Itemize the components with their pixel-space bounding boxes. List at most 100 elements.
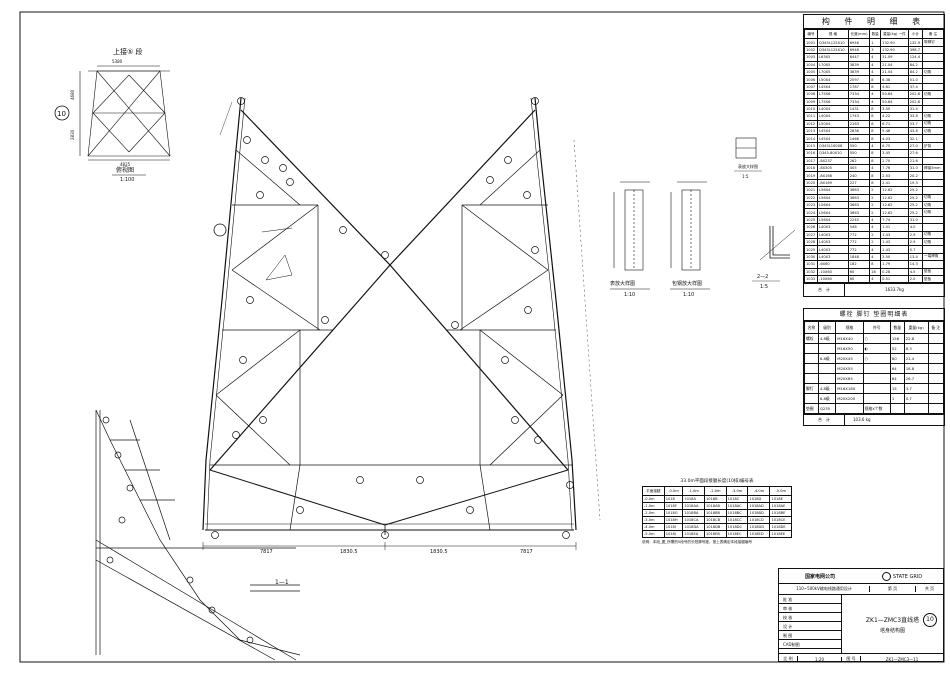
parts-row-cell: -10X60	[817, 274, 849, 284]
plan-dim-left-2: 2830	[70, 129, 75, 140]
parts-row-cell: 8	[869, 134, 882, 143]
leg-row-cell: -5.0m	[642, 530, 665, 538]
sheet-index-badge: 10	[923, 613, 937, 627]
parts-row-cell: 4	[869, 252, 882, 262]
parts-row-cell: 6.38	[880, 75, 909, 84]
parts-row-cell: 2	[869, 230, 882, 239]
parts-row-cell: 3839	[847, 67, 871, 77]
parts-row-cell: 1009	[803, 97, 819, 106]
leg-row-cell: 1018C	[725, 495, 749, 503]
parts-row-cell: 3.50	[880, 104, 909, 114]
state-grid-logo-icon	[881, 571, 891, 581]
leg-row-header-cell: -5.0m	[769, 486, 792, 496]
parts-row-cell: 8	[869, 104, 882, 114]
section-2-2-scale: 1:5	[760, 284, 768, 290]
parts-row-cell: 1743	[847, 112, 871, 121]
bolt-row-cell	[927, 373, 944, 384]
plan-scale: 1:100	[120, 177, 134, 183]
parts-row-cell: 19.3	[907, 178, 924, 188]
dim-bottom-4: 7817	[520, 549, 533, 555]
leg-row-cell: -0.0m	[642, 495, 665, 503]
parts-row-cell: 4	[869, 97, 882, 106]
scale-value: 1:20	[798, 656, 842, 662]
parts-row-cell: 5.46	[880, 127, 909, 136]
bolt-row-header-cell: 名称	[804, 321, 819, 334]
drawing-subtitle: 塔身结构图	[879, 627, 905, 634]
parts-row-cell: 3663	[847, 186, 871, 195]
parts-row-cell: 6946	[847, 38, 871, 47]
parts-row-cell: 132.90	[880, 38, 909, 47]
parts-row-cell	[922, 97, 944, 106]
parts-row-cell: 12.62	[880, 200, 909, 210]
parts-row-cell: 1016	[803, 149, 819, 158]
parts-row-cell: 切角	[922, 67, 944, 77]
parts-row-cell: 2163	[847, 119, 871, 129]
parts-row-cell: 4	[869, 141, 882, 151]
node-plate-2-scale: 1:10	[683, 292, 694, 298]
parts-row-cell	[922, 260, 944, 269]
parts-row-cell: Q345L100X8	[817, 141, 849, 151]
bolt-row-cell	[835, 403, 864, 414]
parts-row-cell: 1019	[803, 171, 819, 180]
parts-row-cell: 3663	[847, 193, 871, 203]
leg-row-cell: 1018BD	[747, 509, 771, 517]
plan-width-dim: 5380	[112, 59, 123, 64]
parts-row-cell: 1003	[803, 53, 819, 62]
parts-row-cell: 13.4	[907, 252, 924, 262]
parts-row-cell: 2	[869, 186, 882, 195]
leg-row-cell: 1018AB	[703, 502, 727, 510]
small-detail-scale: 1:5	[742, 174, 749, 179]
bolt-row-cell: M20X55	[835, 363, 864, 374]
parts-row-cell: 1.43	[880, 230, 909, 239]
leg-row-cell: 1018BA	[682, 509, 705, 517]
parts-row-cell: 8	[869, 112, 882, 121]
parts-row-cell: L70X5	[817, 67, 849, 77]
parts-row-cell: 33.8	[907, 112, 924, 121]
parts-row-cell: 25.2	[907, 200, 924, 210]
brand-name: STATE GRID	[892, 573, 923, 580]
approval-row: 审 核	[779, 604, 841, 613]
leg-row-cell: 1018CA	[682, 516, 705, 524]
bolt-row-cell: 1	[889, 393, 905, 404]
parts-row-cell: -8X168	[817, 171, 849, 180]
parts-row-cell	[922, 75, 944, 84]
parts-row-cell: 切角	[922, 193, 944, 203]
parts-row-cell: 2245	[847, 215, 871, 225]
parts-row-cell: 5.7	[907, 245, 924, 254]
parts-row-cell: 1010	[803, 104, 819, 114]
parts-row-cell: 8	[869, 171, 882, 180]
parts-row-cell: 3663	[847, 208, 871, 217]
parts-row-cell: 3	[869, 45, 882, 55]
parts-row-cell: Q345-80X10	[817, 149, 849, 158]
bolt-row-cell: M16X40	[835, 333, 864, 344]
project-name: 110~500kV输电线路通用设计	[779, 586, 870, 592]
parts-row-cell: 切角	[922, 127, 944, 136]
parts-row-cell: 8	[869, 149, 882, 158]
parts-row-cell: 202.6	[907, 97, 924, 106]
bolt-row-cell: 规格X个数	[862, 403, 891, 414]
parts-row-cell: Q345L125X10	[817, 38, 849, 47]
bolt-row-cell: 8.3	[903, 343, 929, 354]
leg-row-cell: -3.0m	[642, 516, 665, 524]
parts-row-cell: L50X4	[817, 119, 849, 129]
parts-row-cell: 8	[869, 260, 882, 269]
parts-row-cell: 6.75	[880, 141, 909, 151]
parts-row-cell: 550	[847, 149, 871, 158]
